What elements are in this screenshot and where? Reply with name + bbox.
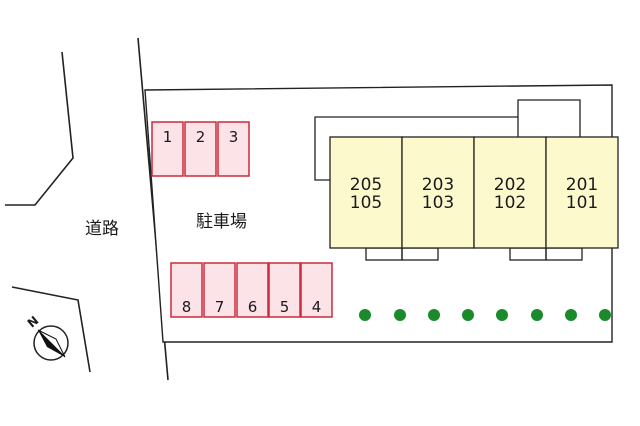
parking-space-number: 8 (182, 298, 192, 316)
unit-block (401, 136, 475, 249)
parking-space-number: 7 (215, 298, 225, 316)
unit-upper-number: 203 (422, 175, 454, 195)
tree-icon (428, 309, 440, 321)
parking-space-number: 1 (163, 128, 173, 146)
tree-icon (462, 309, 474, 321)
road-lines (5, 37, 169, 381)
unit-lower-number: 105 (350, 193, 382, 213)
parking-space-number: 5 (280, 298, 290, 316)
parking-space-box (236, 262, 269, 318)
parking-space-number: 6 (248, 298, 258, 316)
parking-row-top: 1 2 3 (151, 121, 250, 177)
road-label: 道路 (85, 219, 119, 239)
parking-space-number: 3 (229, 128, 239, 146)
unit-lower-number: 102 (494, 193, 526, 213)
road-left-lower-edge (11, 286, 91, 373)
parking-space-number: 4 (312, 298, 322, 316)
unit-upper-number: 201 (566, 175, 598, 195)
tree-icon (599, 309, 611, 321)
parking-space-1: 1 (151, 121, 184, 177)
tree-icon (394, 309, 406, 321)
parking-space-box (203, 262, 236, 318)
unit-block (329, 136, 403, 249)
unit-203-103: 203 103 (401, 136, 475, 249)
tree-icon (531, 309, 543, 321)
tree-icon (565, 309, 577, 321)
parking-space-box (300, 262, 333, 318)
unit-202-102: 202 102 (473, 136, 547, 249)
rear-wing-top (517, 99, 581, 137)
parking-space-5: 5 (268, 262, 301, 318)
parking-space-3: 3 (217, 121, 250, 177)
rear-wing-left (314, 116, 518, 181)
unit-lower-number: 103 (422, 193, 454, 213)
tree-icon (359, 309, 371, 321)
parking-space-6: 6 (236, 262, 269, 318)
unit-block (545, 136, 619, 249)
compass-needle-light (37, 329, 66, 358)
parking-space-box (170, 262, 203, 318)
parking-row-bottom: 8 7 6 5 4 (170, 262, 333, 318)
unit-lower-number: 101 (566, 193, 598, 213)
parking-space-box (217, 121, 250, 177)
unit-upper-number: 205 (350, 175, 382, 195)
tree-icon (496, 309, 508, 321)
parking-space-7: 7 (203, 262, 236, 318)
compass-north-label: N (25, 313, 42, 330)
tree-row (359, 309, 611, 321)
parking-space-8: 8 (170, 262, 203, 318)
parking-space-4: 4 (300, 262, 333, 318)
unit-201-101: 201 101 (545, 136, 619, 249)
parking-lot-label: 駐車場 (196, 212, 247, 232)
building-units: 205 105 203 103 202 102 201 101 (329, 136, 619, 249)
parking-space-box (268, 262, 301, 318)
unit-upper-number: 202 (494, 175, 526, 195)
parking-space-box (151, 121, 184, 177)
compass-icon: N (25, 313, 69, 361)
parking-space-2: 2 (184, 121, 217, 177)
road-left-upper-edge (5, 51, 74, 206)
unit-205-105: 205 105 (329, 136, 403, 249)
parking-space-number: 2 (196, 128, 206, 146)
unit-block (473, 136, 547, 249)
parking-space-box (184, 121, 217, 177)
